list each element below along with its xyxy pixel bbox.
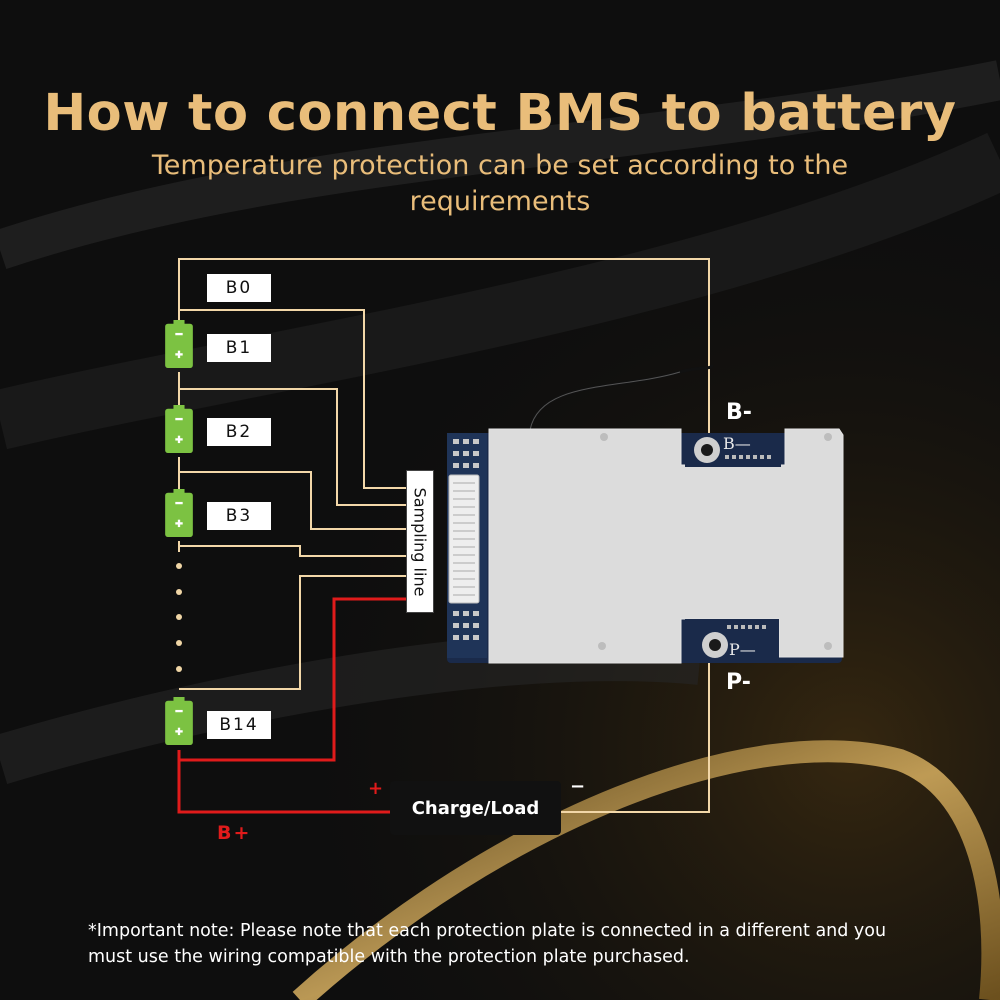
sampling-wire-b3 xyxy=(179,545,406,557)
board-silk-p: P— xyxy=(729,640,756,659)
battery-cell-icon xyxy=(165,405,193,453)
sampling-wire-b14 xyxy=(179,575,406,690)
charge-minus-sign: − xyxy=(570,776,586,797)
sampling-wire-b1 xyxy=(179,388,406,506)
charge-load-box: Charge/Load xyxy=(390,781,561,835)
board-silk-b: B— xyxy=(723,434,751,453)
page-subtitle: Temperature protection can be set accord… xyxy=(151,150,849,217)
b-plus-sampling-wire xyxy=(179,597,406,762)
cell-label-b2: B2 xyxy=(207,418,271,446)
p-minus-terminal-label: P- xyxy=(726,670,751,695)
sampling-wire-b2 xyxy=(179,471,406,530)
cell-label-b0: B0 xyxy=(207,274,271,302)
bms-board-icon: B— P— xyxy=(447,428,844,664)
p-minus-main-wire xyxy=(560,650,710,813)
important-note: *Important note: Please note that each p… xyxy=(88,921,887,967)
sampling-wire-b0 xyxy=(179,309,406,489)
cell-label-b14: B14 xyxy=(207,711,271,739)
b-minus-main-wire xyxy=(178,258,710,445)
battery-cell-icon xyxy=(165,697,193,745)
cell-label-b3: B3 xyxy=(207,502,271,530)
b-plus-label: B+ xyxy=(217,822,252,844)
cell-label-b1: B1 xyxy=(207,334,271,362)
page-title: How to connect BMS to battery xyxy=(43,84,957,143)
b-minus-terminal-label: B- xyxy=(726,400,752,425)
sampling-line-label: Sampling line xyxy=(406,470,434,613)
battery-cell-icon xyxy=(165,320,193,368)
sampling-line-text: Sampling line xyxy=(410,487,430,596)
battery-cell-icon xyxy=(165,489,193,537)
b-plus-main-wire xyxy=(177,750,390,814)
charge-plus-sign: + xyxy=(368,778,384,799)
